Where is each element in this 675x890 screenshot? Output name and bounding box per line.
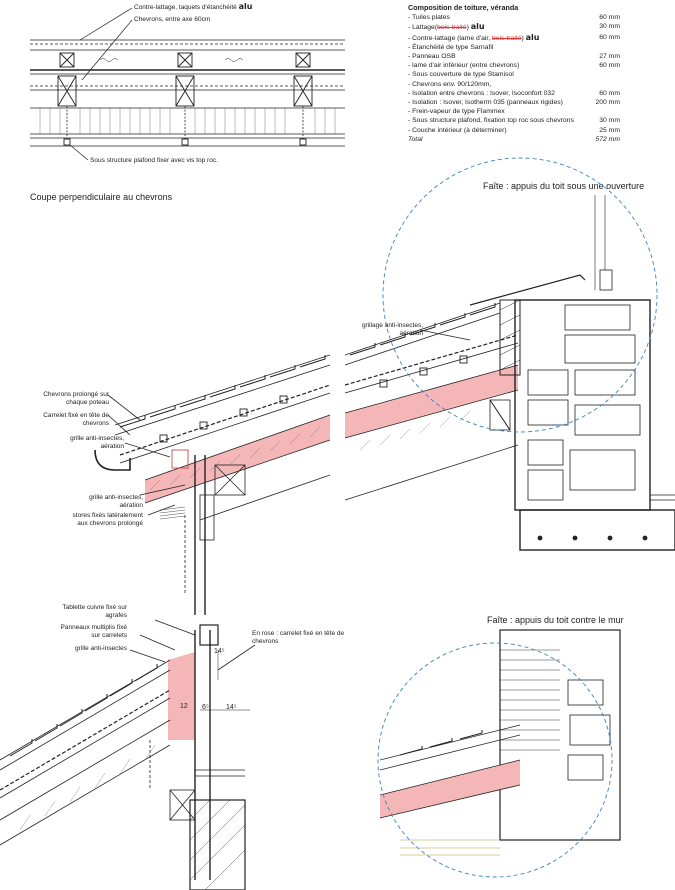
composition-layer: - Contre-lattage (lame d'air, bois trait… bbox=[408, 33, 620, 43]
composition-layer-name: - Couche intérieur (à déterminer) bbox=[408, 126, 507, 134]
label-rafters: Chevrons, entre axe 60cm bbox=[134, 16, 211, 23]
struck-text: bois traité bbox=[492, 34, 522, 42]
composition-layer: - Couche intérieur (à déterminer) 25 mm bbox=[408, 126, 620, 135]
composition-layer-name: - Isolation : Isover, Isotherm 035 (pann… bbox=[408, 99, 563, 107]
composition-layer: - Chevrons env. 90/120mm, bbox=[408, 80, 620, 89]
composition-layer-name: - Contre-lattage (lame d'air, bois trait… bbox=[408, 32, 540, 42]
composition-layer-name: - Panneau OSB bbox=[408, 53, 456, 61]
composition-layer: - Isolation : Isover, Isotherm 035 (pann… bbox=[408, 98, 620, 107]
label-substructure: Sous structure plafond fixer avec vis to… bbox=[90, 157, 218, 164]
ridge-wall-title: Faîte : appuis du toit contre le mur bbox=[487, 615, 624, 625]
ridge-opening-title: Faîte : appuis du toit sous une ouvertur… bbox=[483, 181, 645, 191]
handwritten-note: alu bbox=[470, 22, 485, 32]
composition-layer: - Étanchéité de type Sarnafil bbox=[408, 43, 620, 52]
composition-layer: - lame d'air inférieur (entre chevrons) 6… bbox=[408, 61, 620, 70]
composition-layer-value: 30 mm bbox=[599, 23, 620, 31]
handwritten-note: alu bbox=[525, 32, 540, 42]
composition-layer-name: - Sous structure plafond, fixation top r… bbox=[408, 117, 574, 125]
composition-layer-name: - Lattage(bois traité) alu bbox=[408, 22, 485, 32]
composition-layer-value: 25 mm bbox=[599, 126, 620, 134]
composition-total: Total 572 mm bbox=[408, 135, 620, 143]
dim-14-a: 14⁵ bbox=[214, 648, 225, 655]
ridge-detail-callout-circle bbox=[382, 157, 658, 433]
composition-layer-name: - Frein-vapeur de type Flammex bbox=[408, 108, 505, 116]
label-copper-sill: Tablette cuivre fixé sur agrafes bbox=[62, 604, 127, 619]
dim-12: 12 bbox=[180, 703, 188, 710]
composition-layer-name: - Étanchéité de type Sarnafil bbox=[408, 43, 494, 51]
composition-layer-value: 30 mm bbox=[599, 117, 620, 125]
middle-section-title: Coupe perpendiculaire au chevrons bbox=[30, 192, 173, 202]
composition-layer-value: 200 mm bbox=[595, 99, 620, 107]
composition-heading: Composition de toiture, véranda bbox=[408, 3, 519, 12]
label-insect-grille-1: grille anti-insectes, aération bbox=[70, 435, 124, 450]
ridge-wall-callout-circle bbox=[377, 642, 613, 878]
dim-6: 6⁵ bbox=[202, 704, 209, 711]
composition-layer: - Sous structure plafond, fixation top r… bbox=[408, 116, 620, 125]
label-insect-mesh-ridge: grillage anti-insectes, aération bbox=[361, 322, 423, 337]
composition-layer-name: - Chevrons env. 90/120mm, bbox=[408, 80, 492, 88]
dim-14-b: 14⁵ bbox=[226, 704, 237, 711]
composition-layer: - Tuiles plates 60 mm bbox=[408, 13, 620, 22]
label-insect-grille-bottom: grille anti-insectes bbox=[74, 645, 127, 652]
label-counterbatten: Contre-lattage, taquets d'étanchéité alu bbox=[134, 2, 253, 12]
composition-layer-value: 60 mm bbox=[599, 62, 620, 70]
composition-layer: - Isolation entre chevrons : Isover, Iso… bbox=[408, 89, 620, 98]
top-roof-section-drawing bbox=[30, 7, 345, 161]
composition-layer: - Lattage(bois traité) alu 30 mm bbox=[408, 22, 620, 32]
composition-layer-value: 60 mm bbox=[599, 89, 620, 97]
composition-layer-value: 27 mm bbox=[599, 53, 620, 61]
roof-composition-list: Composition de toiture, véranda - Tuiles… bbox=[408, 3, 620, 144]
composition-layer-name: - Tuiles plates bbox=[408, 14, 450, 22]
struck-text: bois traité bbox=[437, 24, 467, 32]
composition-layer-value: 60 mm bbox=[599, 14, 620, 22]
label-rafters-extended: Chevrons prolongé sur chaque poteau bbox=[43, 391, 109, 406]
composition-layer: - Sous couverture de type Stamisol bbox=[408, 70, 620, 79]
composition-layer: - Frein-vapeur de type Flammex bbox=[408, 107, 620, 116]
bottom-section-drawing bbox=[0, 619, 621, 890]
eave-section-drawing bbox=[94, 157, 675, 615]
composition-layer-name: - Sous couverture de type Stamisol bbox=[408, 71, 514, 79]
label-insect-grille-2: grille anti-insectes, aération bbox=[89, 494, 143, 509]
label-plywood-panels: Panneaux multiplis fixé sur carrelets bbox=[60, 624, 127, 639]
label-pink-note: En rose : carrelet fixé en tête de chevr… bbox=[252, 630, 345, 645]
label-tile-end: Carrelet fixé en tête de chevrons bbox=[43, 412, 109, 427]
composition-layer-name: - lame d'air inférieur (entre chevrons) bbox=[408, 62, 520, 70]
label-blinds: stores fixés latéralement aux chevrons p… bbox=[72, 512, 143, 527]
composition-layer: - Panneau OSB 27 mm bbox=[408, 52, 620, 61]
composition-layer-name: - Isolation entre chevrons : Isover, Iso… bbox=[408, 89, 555, 97]
composition-layer-value: 60 mm bbox=[599, 33, 620, 41]
